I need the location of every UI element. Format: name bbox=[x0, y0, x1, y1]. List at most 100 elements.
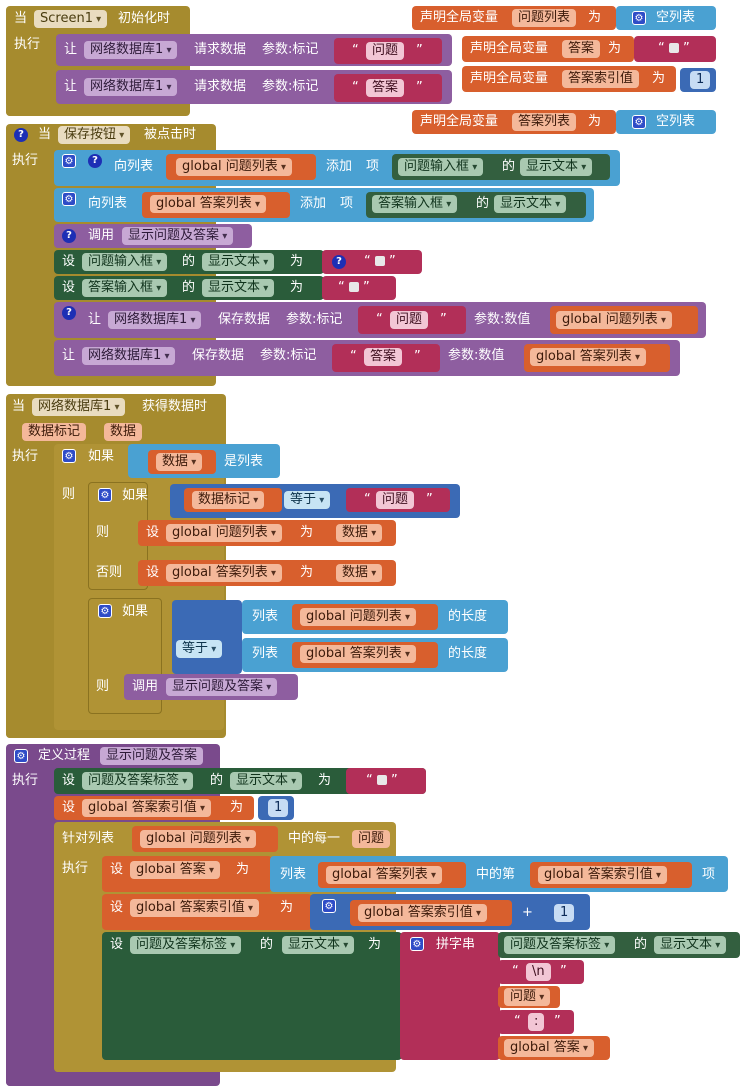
set-label: 设 bbox=[62, 773, 76, 788]
gear-icon[interactable]: ⚙ bbox=[62, 154, 76, 168]
component-dropdown[interactable]: 问题及答案标签 bbox=[82, 772, 194, 790]
tag-text[interactable]: 答案 bbox=[366, 79, 405, 97]
help-icon[interactable]: ? bbox=[14, 128, 28, 142]
component-dropdown[interactable]: 保存按钮 bbox=[58, 126, 131, 144]
gear-icon[interactable]: ⚙ bbox=[322, 899, 336, 913]
component-dropdown[interactable]: 问题输入框 bbox=[398, 158, 484, 176]
var-dropdown[interactable]: global 问题列表 bbox=[166, 524, 282, 542]
loop-var-field[interactable]: 问题 bbox=[352, 830, 391, 848]
var-dropdown[interactable]: 数据标记 bbox=[192, 491, 265, 509]
quote-open: “ bbox=[512, 964, 519, 979]
var-dropdown[interactable]: global 答案索引值 bbox=[538, 866, 667, 884]
var-name-field[interactable]: 答案列表 bbox=[512, 113, 577, 131]
tag-text[interactable]: 问题 bbox=[366, 42, 405, 60]
event-label: 初始化时 bbox=[118, 11, 171, 26]
var-dropdown[interactable]: global 答案列表 bbox=[530, 348, 646, 366]
quote-open: “ bbox=[350, 349, 357, 364]
component-dropdown[interactable]: 问题及答案标签 bbox=[504, 936, 616, 954]
var-dropdown[interactable]: global 答案 bbox=[504, 1039, 594, 1057]
colon-text[interactable]: : bbox=[528, 1013, 545, 1031]
var-dropdown[interactable]: 数据 bbox=[156, 453, 203, 471]
var-name-field[interactable]: 答案索引值 bbox=[562, 70, 640, 88]
var-dropdown[interactable]: global 问题列表 bbox=[140, 830, 256, 848]
help-icon[interactable]: ? bbox=[62, 306, 76, 320]
db-dropdown[interactable]: 网络数据库1 bbox=[108, 311, 202, 329]
quote-close: ” bbox=[416, 80, 423, 95]
tag-text[interactable]: 答案 bbox=[364, 348, 403, 366]
procedure-dropdown[interactable]: 显示问题及答案 bbox=[122, 227, 234, 245]
help-icon[interactable]: ? bbox=[332, 255, 346, 269]
then-label: 则 bbox=[96, 525, 110, 540]
call-label: 调用 bbox=[132, 679, 159, 694]
var-dropdown[interactable]: global 问题列表 bbox=[176, 158, 292, 176]
var-dropdown[interactable]: global 答案列表 bbox=[326, 866, 442, 884]
join-label: 拼字串 bbox=[436, 937, 476, 952]
var-dropdown[interactable]: global 问题列表 bbox=[300, 608, 416, 626]
gear-icon[interactable]: ⚙ bbox=[62, 192, 76, 206]
add-label: 添加 bbox=[326, 159, 353, 174]
of-label: 的 bbox=[182, 254, 196, 269]
join-text-block[interactable] bbox=[400, 932, 500, 1060]
compare-op-dropdown[interactable]: 等于 bbox=[176, 640, 223, 658]
property-dropdown[interactable]: 显示文本 bbox=[202, 279, 275, 297]
var-name-field[interactable]: 答案 bbox=[562, 40, 601, 58]
empty-text-block[interactable] bbox=[322, 276, 396, 300]
gear-icon[interactable]: ⚙ bbox=[410, 937, 424, 951]
var-dropdown[interactable]: global 答案索引值 bbox=[358, 904, 487, 922]
db-dropdown[interactable]: 网络数据库1 bbox=[84, 41, 178, 59]
help-icon[interactable]: ? bbox=[88, 154, 102, 168]
var-dropdown[interactable]: global 答案索引值 bbox=[82, 799, 211, 817]
property-dropdown[interactable]: 显示文本 bbox=[202, 253, 275, 271]
newline-text[interactable]: \n bbox=[526, 963, 551, 981]
compare-op-dropdown[interactable]: 等于 bbox=[284, 491, 331, 509]
gear-icon[interactable]: ⚙ bbox=[62, 449, 76, 463]
empty-text: “ ” bbox=[366, 773, 398, 788]
var-dropdown[interactable]: global 答案列表 bbox=[166, 564, 282, 582]
set-label: 设 bbox=[62, 800, 76, 815]
component-dropdown[interactable]: 问题及答案标签 bbox=[130, 936, 242, 954]
gear-icon[interactable]: ⚙ bbox=[14, 749, 28, 763]
component-dropdown[interactable]: 网络数据库1 bbox=[32, 398, 126, 416]
property-dropdown[interactable]: 显示文本 bbox=[282, 936, 355, 954]
var-dropdown[interactable]: 问题 bbox=[504, 988, 551, 1006]
gear-icon[interactable]: ⚙ bbox=[632, 115, 646, 129]
var-dropdown[interactable]: 数据 bbox=[336, 524, 383, 542]
property-dropdown[interactable]: 显示文本 bbox=[654, 936, 727, 954]
db-dropdown[interactable]: 网络数据库1 bbox=[82, 347, 176, 365]
if-label: 如果 bbox=[122, 604, 149, 619]
var-name-field[interactable]: 问题列表 bbox=[512, 9, 577, 27]
component-dropdown[interactable]: 答案输入框 bbox=[372, 195, 458, 213]
tag-text[interactable]: 问题 bbox=[376, 491, 415, 509]
var-dropdown[interactable]: global 答案列表 bbox=[150, 195, 266, 213]
of-label: 的 bbox=[476, 196, 490, 211]
for-each-label: 针对列表 bbox=[62, 831, 115, 846]
global-var-answer-block[interactable] bbox=[462, 36, 634, 62]
gear-icon[interactable]: ⚙ bbox=[98, 604, 112, 618]
tag-text[interactable]: 问题 bbox=[390, 311, 429, 329]
procedure-name-field[interactable]: 显示问题及答案 bbox=[100, 747, 204, 765]
var-dropdown[interactable]: global 答案索引值 bbox=[130, 899, 259, 917]
compare-length-block[interactable] bbox=[172, 600, 242, 674]
property-dropdown[interactable]: 显示文本 bbox=[520, 158, 593, 176]
number-field[interactable]: 1 bbox=[554, 904, 575, 922]
number-field[interactable]: 1 bbox=[690, 71, 711, 89]
number-field[interactable]: 1 bbox=[268, 799, 289, 817]
tag-param-label: 参数:标记 bbox=[260, 348, 317, 363]
gear-icon[interactable]: ⚙ bbox=[98, 488, 112, 502]
property-dropdown[interactable]: 显示文本 bbox=[230, 772, 303, 790]
gear-icon[interactable]: ⚙ bbox=[632, 11, 646, 25]
var-dropdown[interactable]: global 问题列表 bbox=[556, 311, 672, 329]
procedure-dropdown[interactable]: 显示问题及答案 bbox=[166, 678, 278, 696]
component-dropdown[interactable]: 问题输入框 bbox=[82, 253, 168, 271]
db-dropdown[interactable]: 网络数据库1 bbox=[84, 78, 178, 96]
var-dropdown[interactable]: global 答案列表 bbox=[300, 645, 416, 663]
property-dropdown[interactable]: 显示文本 bbox=[494, 195, 567, 213]
empty-text: “ ” bbox=[658, 41, 690, 56]
var-dropdown[interactable]: 数据 bbox=[336, 564, 383, 582]
component-dropdown[interactable]: 答案输入框 bbox=[82, 279, 168, 297]
help-icon[interactable]: ? bbox=[62, 229, 76, 243]
component-dropdown[interactable]: Screen1 bbox=[34, 10, 108, 28]
event-param-tag[interactable]: 数据标记 bbox=[22, 423, 87, 441]
event-param-value[interactable]: 数据 bbox=[104, 423, 143, 441]
var-dropdown[interactable]: global 答案 bbox=[130, 861, 220, 879]
